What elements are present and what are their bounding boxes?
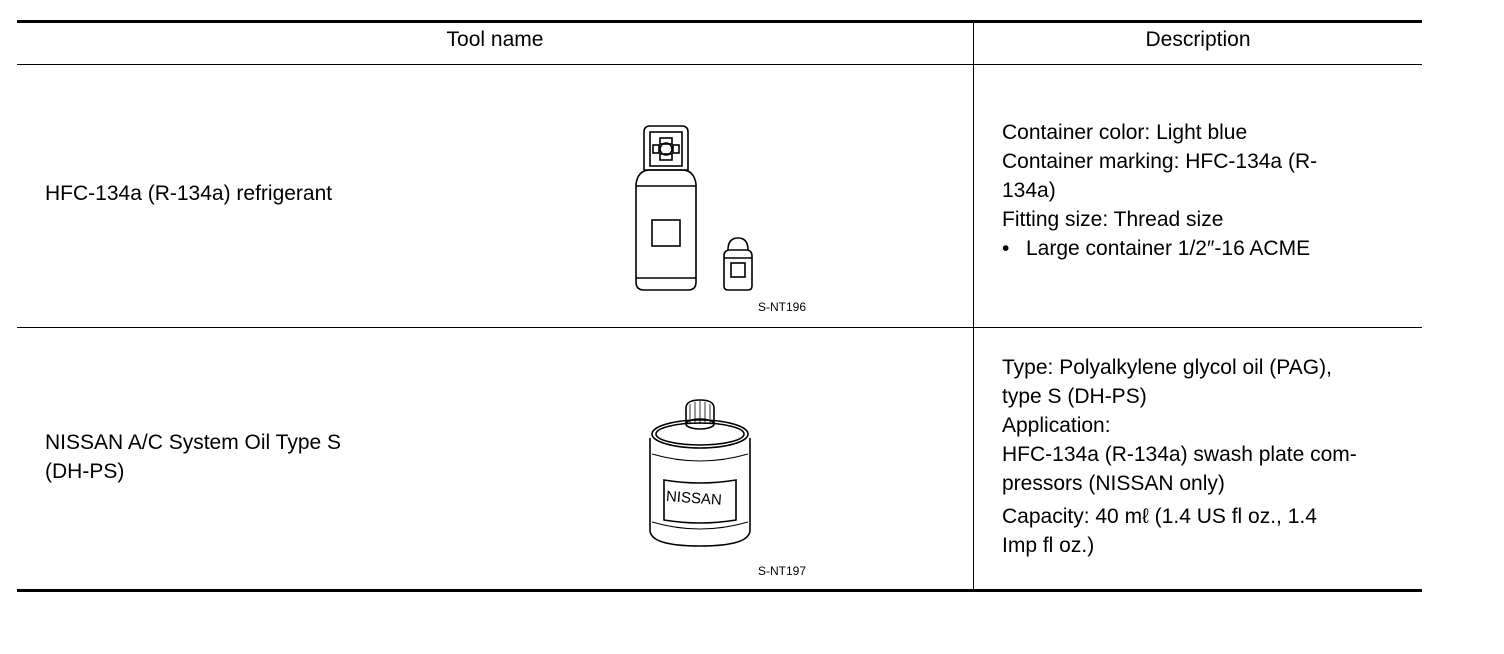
description-line: Fitting size: Thread size — [1002, 208, 1224, 231]
description-line: Container color: Light blue — [1002, 121, 1248, 144]
tool-name-line: NISSAN A/C System Oil Type S — [45, 431, 342, 454]
bullet-mark: • — [1002, 237, 1010, 260]
column-divider — [973, 22, 974, 590]
description-line: HFC-134a (R-134a) swash plate com- — [1002, 443, 1357, 466]
description-line: Capacity: 40 mℓ (1.4 US fl oz., 1.4 — [1002, 505, 1317, 528]
description-line: type S (DH-PS) — [1002, 385, 1147, 408]
figure-id-s-nt196: S-NT196 — [758, 300, 807, 314]
description-line: 134a) — [1002, 179, 1056, 202]
tool-name-refrigerant: HFC-134a (R-134a) refrigerant — [45, 182, 333, 205]
description-line: Application: — [1002, 414, 1111, 437]
description-refrigerant: Container color: Light blue Container ma… — [1002, 118, 1317, 263]
bullet-text: Large container 1/2″-16 ACME — [1026, 237, 1311, 260]
table-top-rule — [17, 20, 1422, 23]
row-divider — [17, 327, 1422, 328]
figure-id-s-nt197: S-NT197 — [758, 564, 807, 578]
description-line: Container marking: HFC-134a (R- — [1002, 150, 1318, 173]
tool-name-oil: NISSAN A/C System Oil Type S (DH-PS) — [45, 428, 341, 486]
tool-name-line: (DH-PS) — [45, 460, 125, 483]
oil-can-illustration — [649, 399, 751, 547]
description-line: Type: Polyalkylene glycol oil (PAG), — [1002, 356, 1332, 379]
description-line: pressors (NISSAN only) — [1002, 472, 1225, 495]
refrigerant-container-illustration — [635, 125, 753, 291]
description-oil: Type: Polyalkylene glycol oil (PAG), typ… — [1002, 353, 1357, 560]
bullet-item: • Large container 1/2″-16 ACME — [1002, 234, 1317, 263]
description-line: Imp fl oz.) — [1002, 534, 1095, 557]
header-description: Description — [1145, 28, 1251, 51]
header-tool-name: Tool name — [446, 28, 544, 51]
table-bottom-rule — [17, 589, 1422, 592]
header-bottom-rule — [17, 64, 1422, 65]
